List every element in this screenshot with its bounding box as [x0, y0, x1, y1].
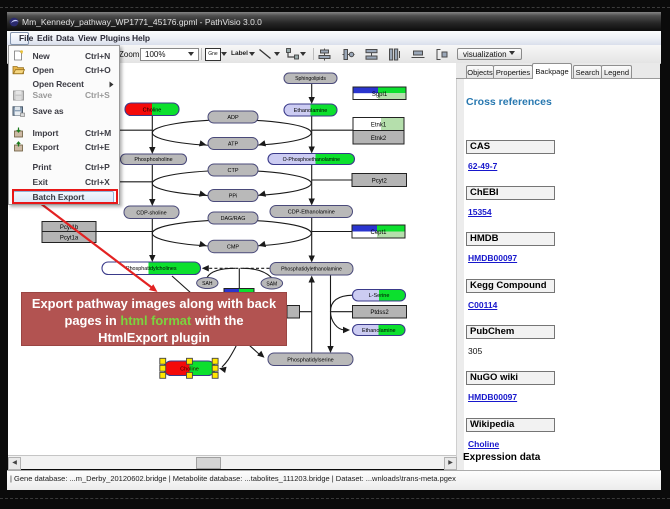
svg-text:Phosphatidylethanolamine: Phosphatidylethanolamine: [281, 267, 342, 273]
svg-text:ATP: ATP: [228, 142, 239, 148]
svg-text:Ethanolamine: Ethanolamine: [362, 328, 396, 334]
svg-text:L-Serine: L-Serine: [369, 293, 390, 299]
svg-text:CDP-sholine: CDP-sholine: [136, 210, 166, 216]
svg-text:PPi: PPi: [229, 194, 238, 200]
svg-text:CMP: CMP: [227, 244, 240, 250]
svg-text:Phosphatidylserine: Phosphatidylserine: [287, 357, 333, 363]
svg-text:Ptdss2: Ptdss2: [370, 310, 389, 316]
svg-text:Choline: Choline: [143, 107, 162, 113]
svg-text:Etnk1: Etnk1: [371, 123, 387, 129]
svg-text:DAG/RAG: DAG/RAG: [221, 216, 246, 222]
svg-text:O-Phosphoethanolamine: O-Phosphoethanolamine: [283, 157, 341, 163]
svg-text:SAH: SAH: [202, 281, 213, 287]
svg-text:Cept1: Cept1: [370, 230, 387, 236]
svg-text:CDP-Ethanolamine: CDP-Ethanolamine: [288, 210, 335, 216]
svg-text:Pcyt2: Pcyt2: [372, 179, 388, 185]
svg-text:Sphingolipids: Sphingolipids: [295, 76, 326, 82]
svg-text:Choline: Choline: [180, 367, 199, 373]
svg-text:Etnk2: Etnk2: [371, 136, 387, 142]
svg-text:Sgpl1: Sgpl1: [372, 92, 388, 98]
svg-text:CTP: CTP: [228, 168, 239, 174]
svg-text:Phosphosholine: Phosphosholine: [134, 157, 172, 163]
svg-text:Pcyt1b: Pcyt1b: [60, 225, 79, 231]
svg-text:Phosphatidylcholines: Phosphatidylcholines: [126, 266, 177, 272]
svg-text:ADP: ADP: [227, 115, 239, 121]
svg-text:Pcyt1a: Pcyt1a: [60, 236, 79, 242]
svg-text:Ethanolamine: Ethanolamine: [294, 108, 328, 114]
svg-text:SAM: SAM: [266, 281, 277, 287]
